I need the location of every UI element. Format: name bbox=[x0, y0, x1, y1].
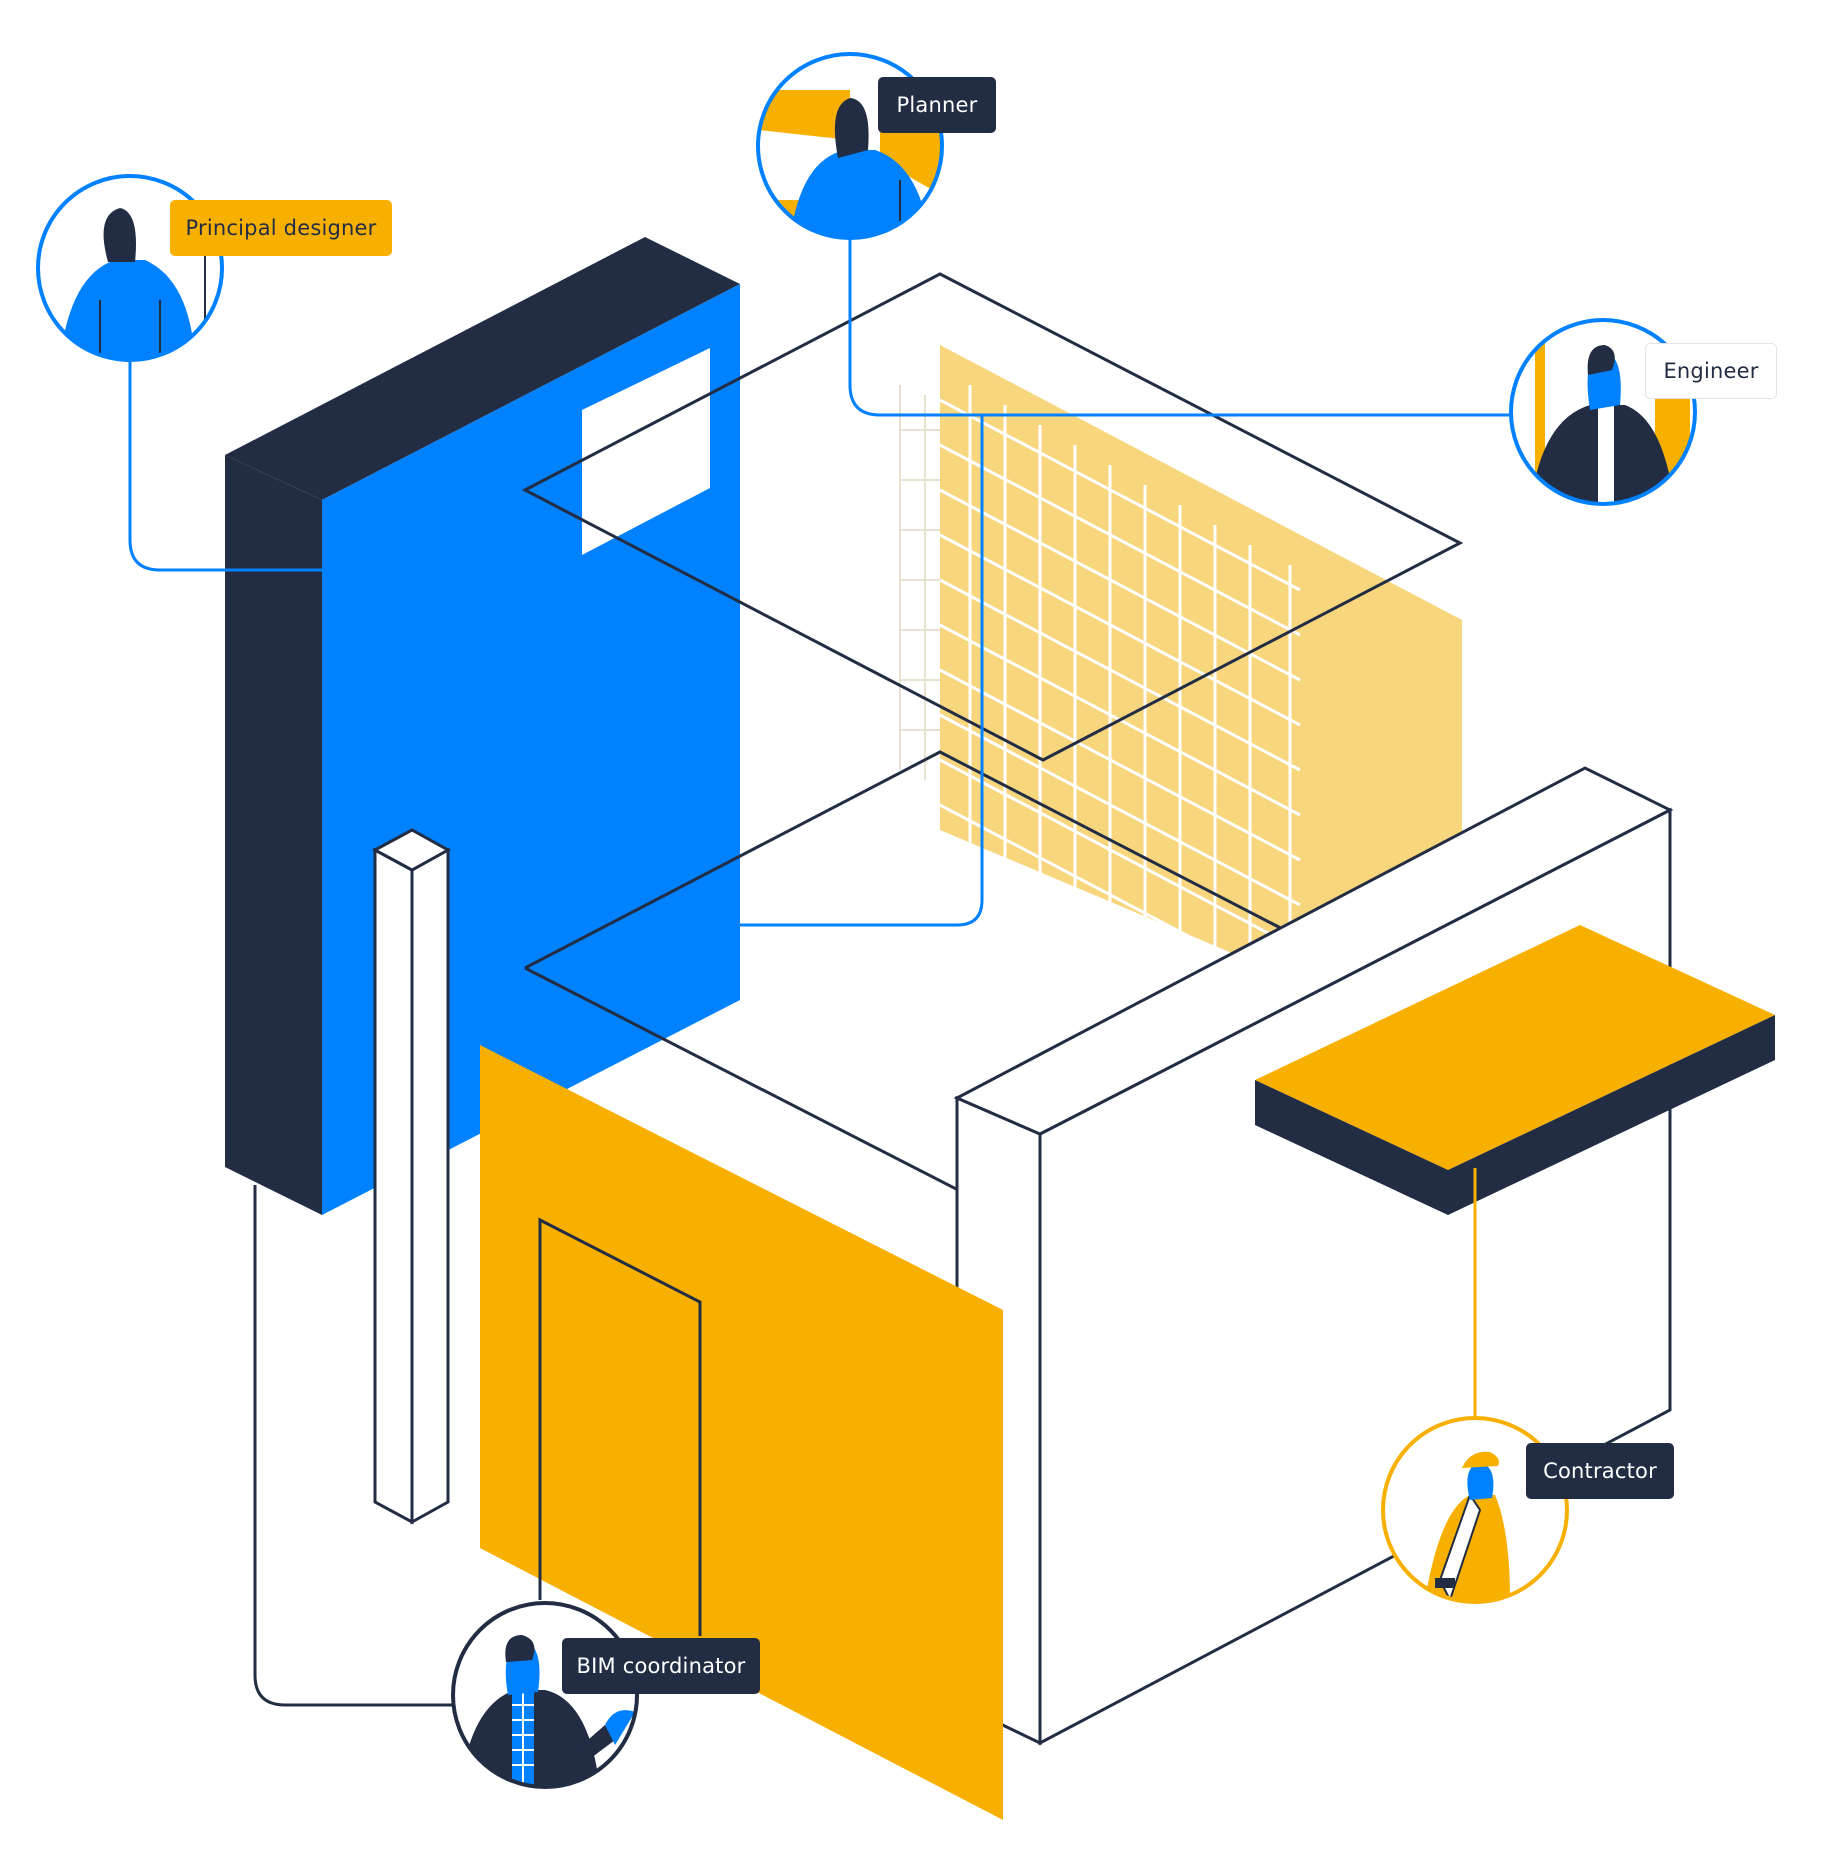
upper-slab-outline bbox=[521, 272, 1464, 762]
label-contractor: Contractor bbox=[1526, 1443, 1674, 1499]
principal-designer-connector bbox=[128, 360, 322, 572]
blue-wall-window bbox=[582, 348, 710, 555]
blue-wall-side bbox=[225, 455, 322, 1215]
label-bim-coordinator: BIM coordinator bbox=[562, 1638, 760, 1694]
column bbox=[371, 828, 452, 1525]
grid-lines-faint bbox=[899, 385, 940, 780]
column-side bbox=[373, 847, 414, 1525]
column-top bbox=[371, 828, 452, 872]
planner-engineer-connector bbox=[848, 238, 1511, 417]
avatar-bim-coordinator bbox=[451, 1601, 639, 1789]
blue-wall-block bbox=[225, 237, 740, 1215]
yellow-slab-front bbox=[1255, 1080, 1448, 1215]
column-front bbox=[410, 847, 450, 1525]
yellow-wall bbox=[480, 1045, 1003, 1820]
label-principal-designer: Principal designer bbox=[170, 200, 392, 256]
label-planner: Planner bbox=[878, 77, 996, 133]
avatar-contractor bbox=[1381, 1416, 1569, 1604]
white-box bbox=[953, 766, 1674, 1746]
planner-wall-connector bbox=[740, 415, 984, 927]
yellow-wall-panel bbox=[480, 1045, 1003, 1820]
bim-connector bbox=[253, 1185, 453, 1707]
blue-wall-top bbox=[225, 237, 740, 500]
door-outline bbox=[538, 1217, 702, 1636]
lower-slab-outline bbox=[524, 750, 1421, 1002]
yellow-slab-top bbox=[1255, 925, 1775, 1170]
lower-slab-edge bbox=[524, 966, 1041, 1234]
yellow-slab-side bbox=[1448, 1015, 1775, 1215]
connector-lines bbox=[128, 238, 1511, 1707]
label-engineer: Engineer bbox=[1645, 343, 1777, 399]
yellow-slab bbox=[1255, 925, 1775, 1215]
white-box-top bbox=[953, 766, 1674, 1136]
